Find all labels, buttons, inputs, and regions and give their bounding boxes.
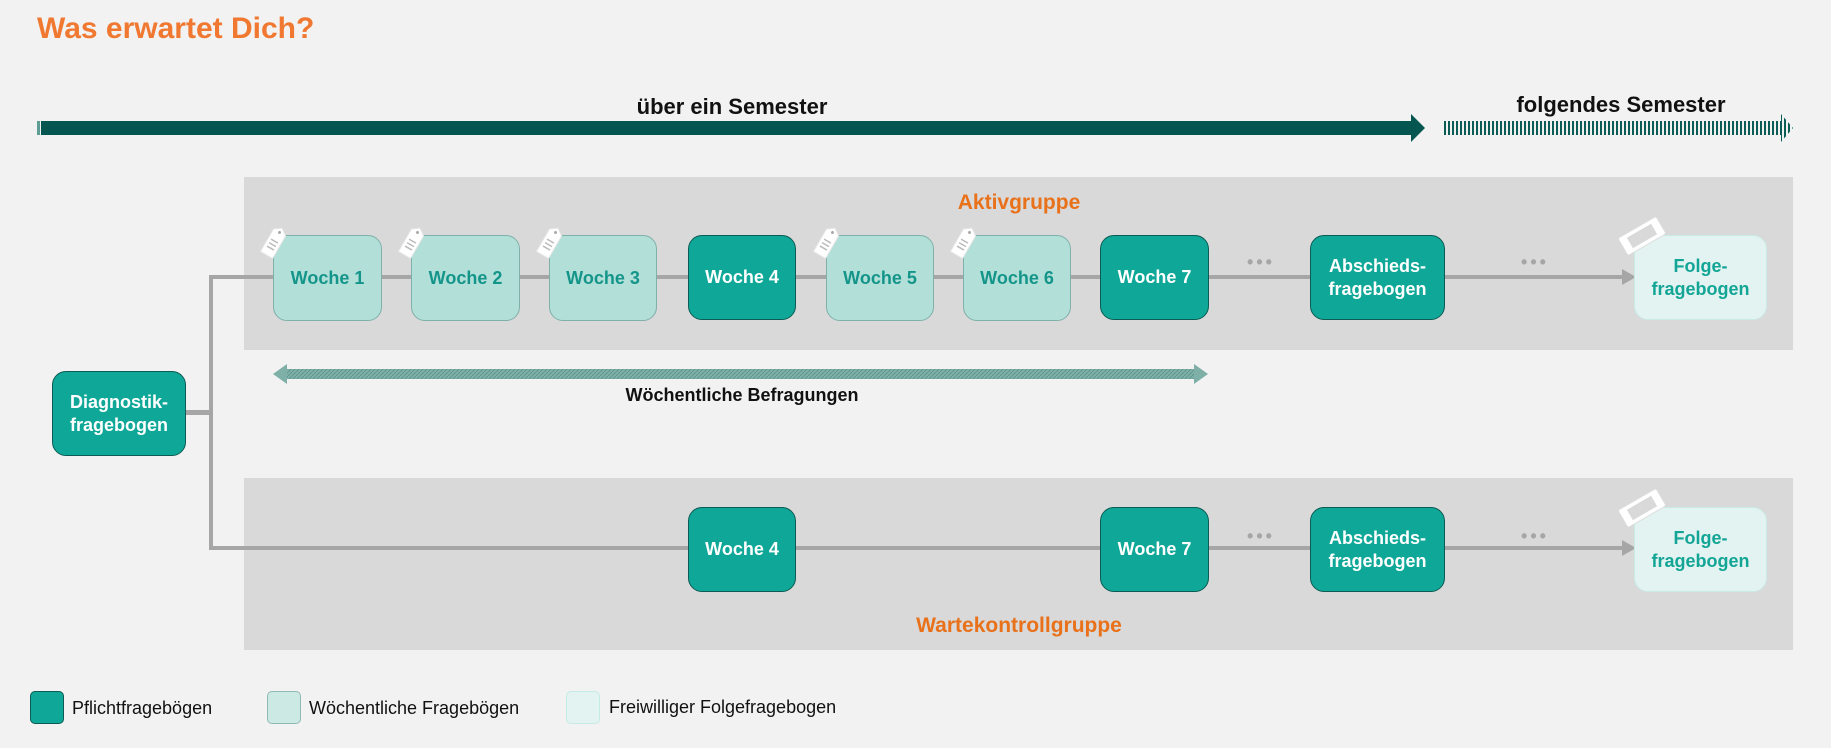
legend-label-optional: Freiwilliger Folgefragebogen	[609, 697, 837, 717]
tag-icon	[949, 227, 977, 259]
control-ellipsis-1: •••	[1247, 526, 1275, 546]
tag-icon	[259, 227, 287, 259]
phase-current-label: über ein Semester	[636, 94, 828, 119]
weekly-span-arrow	[273, 364, 1208, 384]
next-semester-arrow	[1443, 114, 1793, 142]
tag-icon	[535, 227, 563, 259]
control-arrowhead	[1622, 540, 1636, 556]
ticket-icon	[1618, 216, 1666, 256]
legend-label-weekly: Wöchentliche Fragebögen	[309, 698, 520, 718]
page-title: Was erwartet Dich?	[37, 12, 315, 45]
weekly-span-label: Wöchentliche Befragungen	[625, 385, 859, 405]
active-group-label: Aktivgruppe	[957, 191, 1081, 214]
legend-swatch-mandatory	[30, 691, 64, 724]
diagnostic-questionnaire[interactable]: Diagnostik- fragebogen	[52, 371, 186, 456]
legend-swatch-weekly	[267, 691, 301, 724]
active-week-2[interactable]: Woche 2	[411, 235, 520, 321]
tag-icon	[397, 227, 425, 259]
active-week-6[interactable]: Woche 6	[963, 235, 1071, 321]
phase-next-label: folgendes Semester	[1516, 92, 1726, 117]
tag-icon	[812, 227, 840, 259]
connector-vertical	[209, 275, 213, 549]
active-week-3[interactable]: Woche 3	[549, 235, 657, 321]
control-week-4[interactable]: Woche 4	[688, 507, 796, 592]
active-ellipsis-1: •••	[1247, 252, 1275, 272]
active-followup-questionnaire[interactable]: Folge- fragebogen	[1634, 235, 1767, 320]
active-farewell-questionnaire[interactable]: Abschieds- fragebogen	[1310, 235, 1445, 320]
active-week-1[interactable]: Woche 1	[273, 235, 382, 321]
control-farewell-questionnaire[interactable]: Abschieds- fragebogen	[1310, 507, 1445, 592]
legend-swatch-optional	[566, 691, 600, 724]
active-week-7[interactable]: Woche 7	[1100, 235, 1209, 320]
active-week-5[interactable]: Woche 5	[826, 235, 934, 321]
control-week-7[interactable]: Woche 7	[1100, 507, 1209, 592]
ticket-icon	[1618, 488, 1666, 528]
control-flow-line	[209, 546, 1629, 550]
connector-diagnostic	[185, 410, 212, 415]
control-group-label: Wartekontrollgruppe	[916, 614, 1122, 637]
active-arrowhead	[1622, 269, 1636, 285]
semester-arrow	[37, 114, 1425, 142]
control-followup-questionnaire[interactable]: Folge- fragebogen	[1634, 507, 1767, 592]
active-ellipsis-2: •••	[1521, 252, 1549, 272]
legend-label-mandatory: Pflichtfragebögen	[72, 698, 213, 718]
active-week-4[interactable]: Woche 4	[688, 235, 796, 320]
control-group-panel	[244, 478, 1793, 650]
control-ellipsis-2: •••	[1521, 526, 1549, 546]
